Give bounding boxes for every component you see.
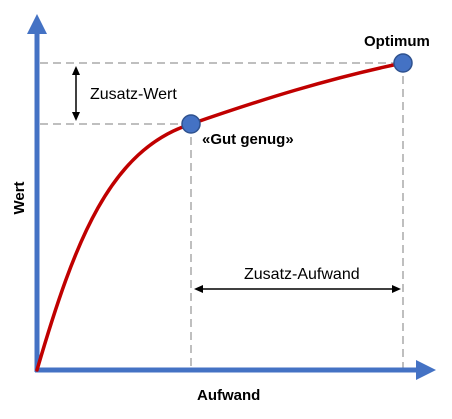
gut-genug-marker-icon xyxy=(181,114,201,134)
y-axis-arrow-icon xyxy=(27,14,47,34)
zusatz-aufwand-label: Zusatz-Aufwand xyxy=(244,266,360,283)
y-axis-label: Wert xyxy=(11,181,28,214)
value-curve xyxy=(35,61,405,372)
optimum-marker-icon xyxy=(393,53,413,73)
optimum-label: Optimum xyxy=(364,33,430,50)
zusatz-wert-label: Zusatz-Wert xyxy=(90,86,177,103)
gut-genug-label: «Gut genug» xyxy=(202,131,294,148)
axes xyxy=(27,14,436,380)
guide-lines xyxy=(40,62,404,369)
x-axis-label: Aufwand xyxy=(197,387,260,404)
x-axis-arrow-icon xyxy=(416,360,436,380)
